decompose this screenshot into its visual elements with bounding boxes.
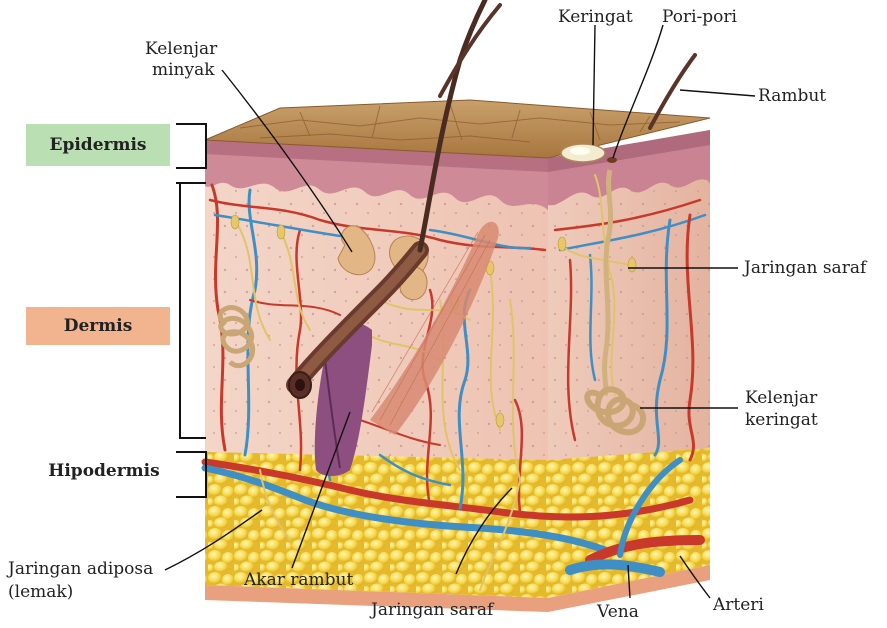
label-akar-rambut: Akar rambut [244,570,353,591]
label-keringat: Keringat [558,7,633,28]
label-kelenjar-minyak-line1: Kelenjar [145,39,217,60]
label-arteri: Arteri [713,595,764,616]
label-jaringan-adiposa-line2: (lemak) [8,582,73,603]
label-vena: Vena [597,602,639,623]
label-jaringan-saraf-bottom: Jaringan saraf [371,600,493,621]
label-jaringan-adiposa-line1: Jaringan adiposa [8,559,153,580]
label-kelenjar-minyak-line2: minyak [152,60,215,81]
epidermis-label: Epidermis [26,124,170,166]
label-pori-pori: Pori-pori [662,7,737,28]
hipodermis-label: Hipodermis [34,453,174,489]
label-kelenjar-keringat-line1: Kelenjar [745,388,817,409]
label-rambut: Rambut [758,86,826,107]
label-jaringan-saraf-right: Jaringan saraf [744,258,866,279]
label-kelenjar-keringat-line2: keringat [745,410,818,431]
dermis-label: Dermis [26,307,170,345]
hypodermis-bracket [176,452,206,497]
sweat-pore [607,157,617,163]
epidermis-bracket [176,124,206,168]
dermis-bracket [180,183,206,438]
layer-brackets [176,124,206,497]
hair-shaft-left [440,5,500,96]
leader-rambut [680,90,755,96]
leader-pori-pori [613,25,663,158]
